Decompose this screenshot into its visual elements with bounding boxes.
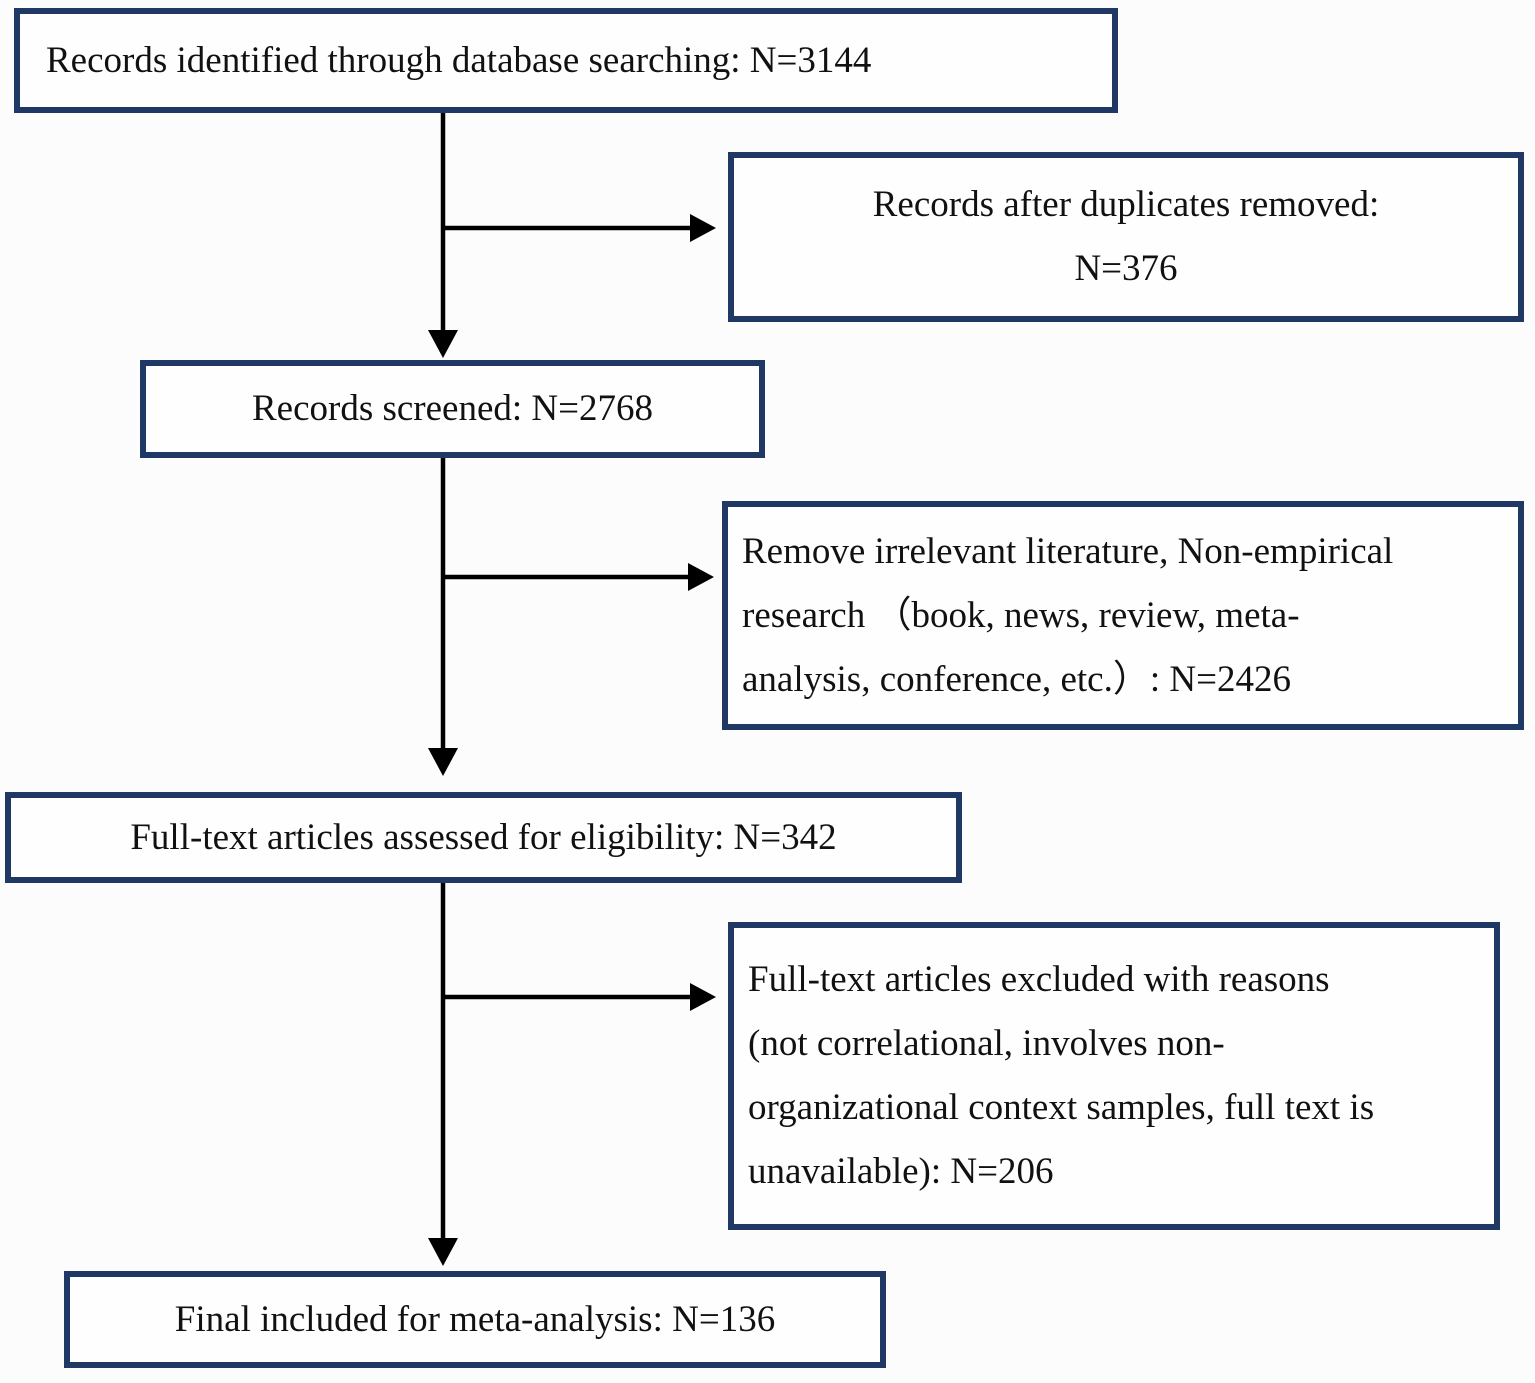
node-duplicates-removed: Records after duplicates removed: N=376	[728, 152, 1524, 322]
node-irrelevant-removed-line1: Remove irrelevant literature, Non-empiri…	[742, 530, 1394, 572]
node-duplicates-removed-count: N=376	[1074, 248, 1178, 289]
arrow-branch-irrelevant-removed	[443, 563, 714, 591]
node-fulltext-excluded-line3: organizational context samples, full tex…	[748, 1087, 1375, 1128]
node-fulltext-assessed: Full-text articles assessed for eligibil…	[5, 792, 962, 883]
node-records-identified: Records identified through database sear…	[14, 8, 1118, 113]
node-fulltext-assessed-label: Full-text articles assessed for eligibil…	[130, 816, 837, 858]
node-final-included-label: Final included for meta-analysis: N=136	[174, 1298, 776, 1340]
node-fulltext-excluded-line2: (not correlational, involves non-	[748, 1023, 1225, 1064]
node-final-included: Final included for meta-analysis: N=136	[64, 1271, 886, 1368]
arrow-screened-to-assessed	[428, 458, 458, 776]
node-records-screened-label: Records screened: N=2768	[251, 388, 654, 429]
node-fulltext-excluded-line4: unavailable): N=206	[748, 1151, 1054, 1192]
arrow-branch-fulltext-excluded	[443, 983, 716, 1011]
arrow-identified-to-screened	[428, 113, 458, 358]
node-records-screened: Records screened: N=2768	[140, 360, 765, 458]
node-irrelevant-removed: Remove irrelevant literature, Non-empiri…	[722, 501, 1524, 730]
node-duplicates-removed-line1: Records after duplicates removed:	[872, 184, 1380, 225]
node-fulltext-excluded-line1: Full-text articles excluded with reasons	[748, 959, 1330, 1000]
node-records-identified-label: Records identified through database sear…	[46, 39, 872, 81]
arrow-branch-duplicates-removed	[443, 214, 716, 242]
arrow-assessed-to-final	[428, 883, 458, 1266]
node-fulltext-excluded: Full-text articles excluded with reasons…	[728, 922, 1500, 1230]
node-irrelevant-removed-line3: analysis, conference, etc.）: N=2426	[742, 658, 1291, 700]
node-irrelevant-removed-line2: research （book, news, review, meta-	[742, 594, 1300, 636]
